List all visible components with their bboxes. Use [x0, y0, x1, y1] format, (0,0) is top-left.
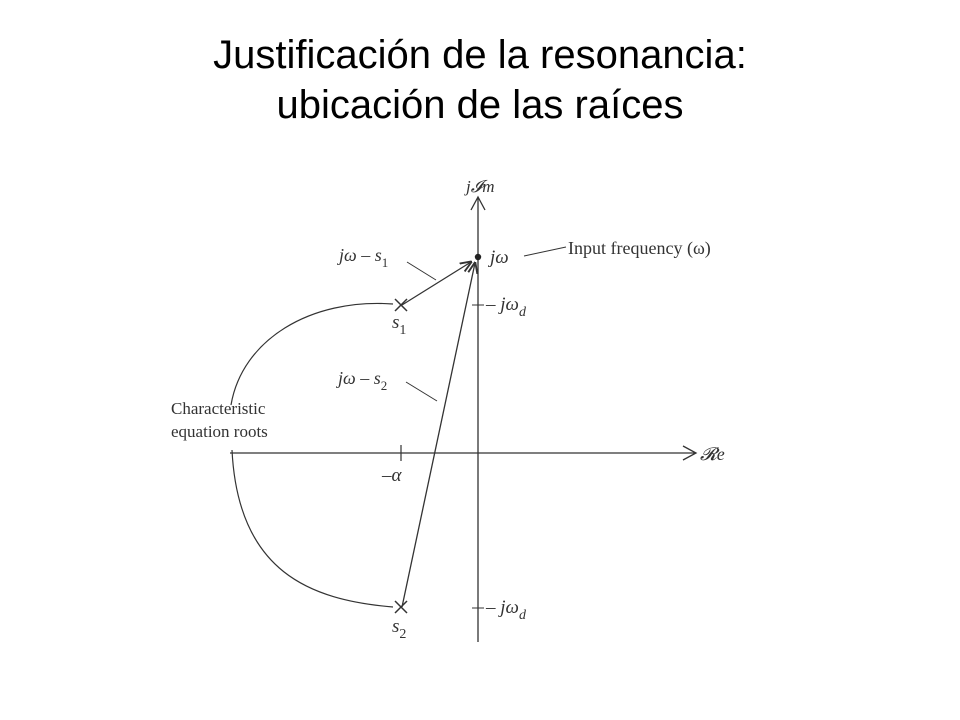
neg-alpha-label: –α: [381, 465, 403, 486]
root-s1-cross-icon: [394, 298, 408, 312]
roots-label-line-2: equation roots: [171, 422, 268, 441]
jw-label: jω: [487, 247, 509, 268]
jwd-lower-label: – jωd: [485, 597, 527, 623]
vec1-subscript: 1: [382, 255, 389, 270]
real-axis-arrow-icon: [682, 445, 698, 461]
roots-label-line-1: Characteristic: [171, 399, 266, 418]
roots-bracket-lower: [231, 449, 394, 608]
vec2-subscript: 2: [381, 378, 388, 393]
vector-jw-minus-s2: [401, 263, 475, 608]
slide-title-line-2: ubicación de las raíces: [276, 83, 684, 127]
s2-subscript: 2: [399, 627, 406, 642]
slide-title: Justificación de la resonancia: ubicació…: [0, 30, 960, 130]
s1-subscript: 1: [399, 323, 406, 338]
slide-title-line-1: Justificación de la resonancia:: [213, 33, 747, 77]
imaginary-axis-label: j𝓘m: [464, 177, 495, 196]
roots-bracket-upper: [230, 302, 394, 406]
s2-label: s2: [392, 616, 406, 642]
input-frequency-label: Input frequency (ω): [568, 238, 711, 259]
root-s2-cross-icon: [394, 600, 408, 614]
s1-label: s1: [392, 312, 406, 338]
input-frequency-leader: [523, 246, 567, 257]
imaginary-axis-arrow-icon: [470, 195, 486, 211]
jwd-upper-label: – jωd: [485, 294, 527, 320]
jw-point: [474, 253, 482, 261]
real-axis-label: 𝓡e: [700, 444, 725, 464]
jwd-upper-subscript: d: [519, 305, 527, 320]
vector-jw-minus-s1: [401, 262, 471, 306]
vec2-label: jω – s2: [336, 368, 387, 393]
vec1-label: jω – s1: [337, 245, 388, 270]
vec1-leader: [406, 261, 437, 281]
vec2-leader: [405, 381, 438, 402]
jwd-lower-subscript: d: [519, 608, 527, 623]
